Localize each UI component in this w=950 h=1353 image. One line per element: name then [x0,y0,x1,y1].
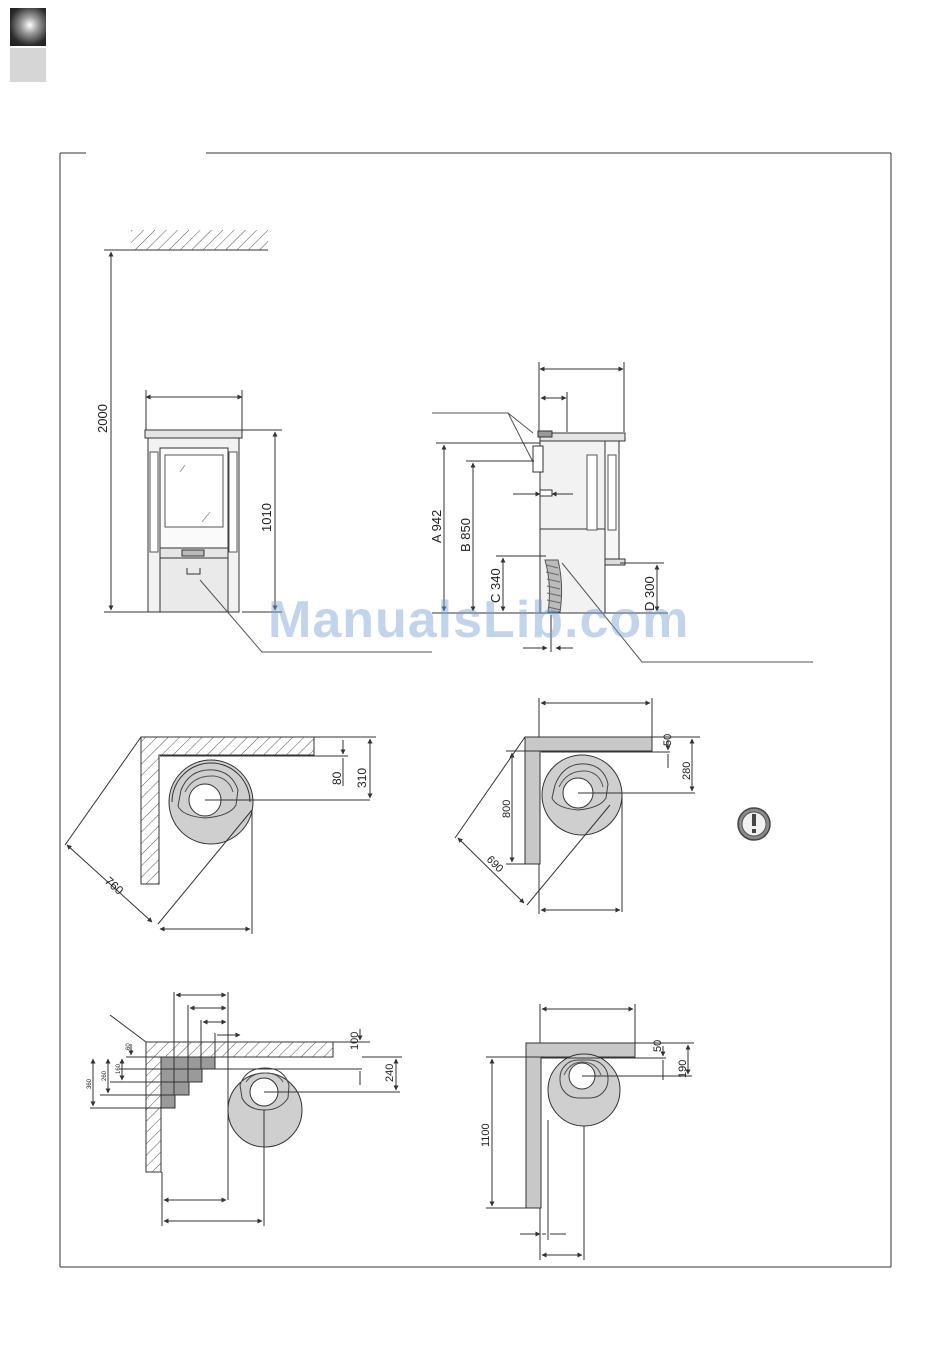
dim-corner3-top: 100 [349,1032,361,1050]
dim-stove-height: 1010 [259,503,274,532]
dim-corner1-wall-gap: 80 [330,771,344,785]
dim-b: B 850 [458,518,473,552]
dim-corner1-depth: 310 [355,768,369,788]
warning-icon [738,808,770,840]
watermark-text: ManualsLib.com [268,590,689,650]
corner-installation-2: 50 280 800 690 [455,698,700,914]
dim-corner4-side: 1100 [480,1123,492,1147]
dim-corner3-depth: 240 [384,1064,396,1082]
corner-installation-1: 760 80 310 [65,737,376,934]
dim-ceiling-height: 2000 [95,404,110,433]
dim-corner4-wall-gap: 50 [652,1040,664,1052]
dim-corner2-diagonal: 690 [484,854,505,875]
ceiling-hatch [131,230,268,250]
corner-installation-3: 60 160 260 360 100 240 [87,992,402,1226]
dim-corner1-diagonal: 760 [102,874,126,898]
dim-corner2-wall-gap: 50 [662,734,674,746]
dim-corner2-depth: 280 [681,762,693,780]
dim-a: A 942 [429,510,444,543]
dim-corner3-step4: 360 [87,1078,93,1089]
dim-corner3-step3: 260 [102,1070,108,1081]
corner-installation-4: 50 190 1100 [480,1004,694,1260]
dim-corner4-depth: 190 [677,1060,689,1078]
dim-corner3-step2: 160 [116,1063,122,1074]
dim-corner2-side: 800 [501,800,513,818]
front-view: 2000 1010 [95,230,432,652]
page-frame [60,153,891,1267]
dim-corner3-step1: 60 [126,1043,132,1050]
